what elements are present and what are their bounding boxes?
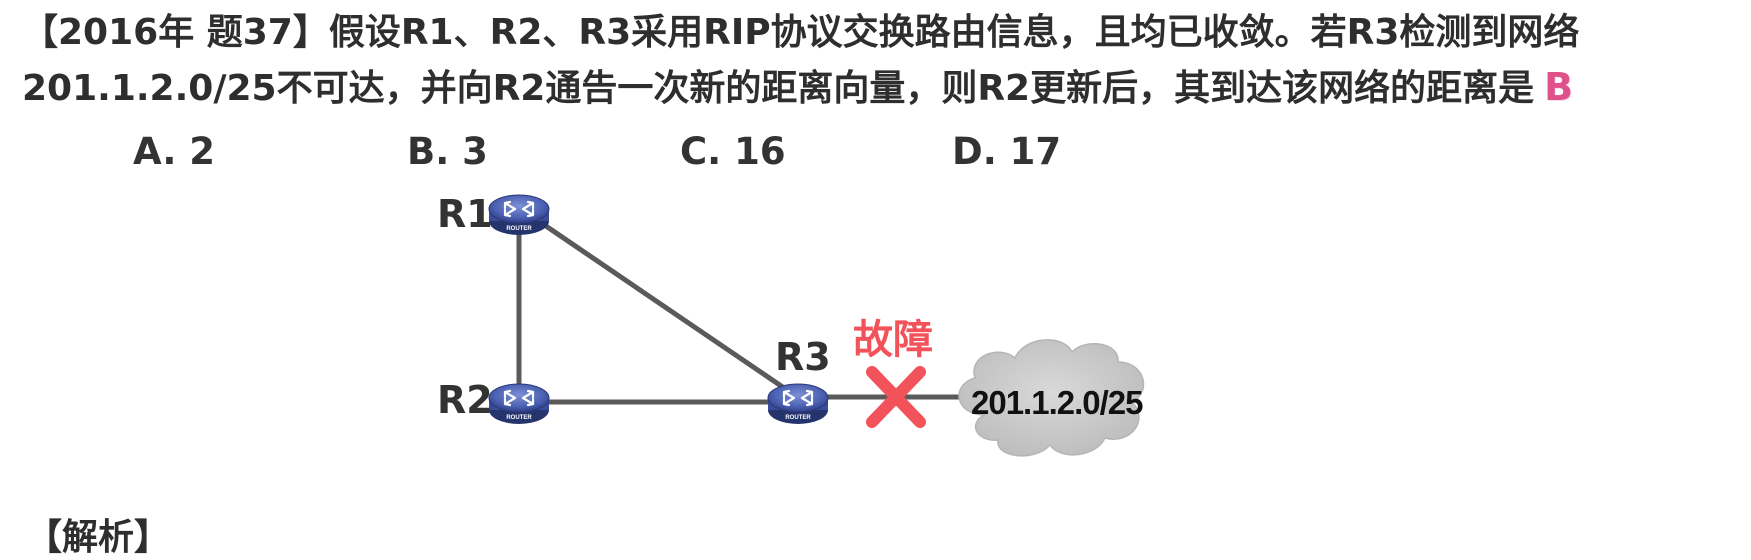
question-text: 【2016年 题37】假设R1、R2、R3采用RIP协议交换路由信息，且均已收敛… xyxy=(22,6,1702,116)
router-r2-badge: ROUTER xyxy=(506,415,532,421)
network-label: 201.1.2.0/25 xyxy=(971,384,1143,421)
router-r2-label: R2 xyxy=(437,378,493,422)
network-cloud xyxy=(958,339,1145,457)
analysis-heading: 【解析】 xyxy=(26,517,171,558)
router-r1-icon: ROUTER xyxy=(488,194,550,235)
router-r1-badge: ROUTER xyxy=(506,226,532,232)
router-r3-label: R3 xyxy=(775,335,831,379)
question-line-1: 【2016年 题37】假设R1、R2、R3采用RIP协议交换路由信息，且均已收敛… xyxy=(22,12,1580,53)
option-d: D. 17 xyxy=(952,130,1062,173)
option-b: B. 3 xyxy=(407,130,488,173)
router-r2-icon: ROUTER xyxy=(488,383,550,424)
network-diagram: ROUTER ROUTER ROUTER xyxy=(488,194,1145,457)
fault-x-icon xyxy=(866,366,926,428)
router-r3-icon: ROUTER xyxy=(767,383,829,424)
option-a: A. 2 xyxy=(133,130,216,173)
fault-label: 故障 xyxy=(853,317,933,363)
router-r3-badge: ROUTER xyxy=(785,415,811,421)
question-line-2-text: 201.1.2.0/25不可达，并向R2通告一次新的距离向量，则R2更新后，其到… xyxy=(22,68,1535,109)
router-r1-label: R1 xyxy=(437,192,493,236)
link-r1-r3 xyxy=(538,219,792,395)
option-c: C. 16 xyxy=(680,130,786,173)
question-line-2: 201.1.2.0/25不可达，并向R2通告一次新的距离向量，则R2更新后，其到… xyxy=(22,60,1702,116)
answer-badge: B xyxy=(1544,65,1574,109)
